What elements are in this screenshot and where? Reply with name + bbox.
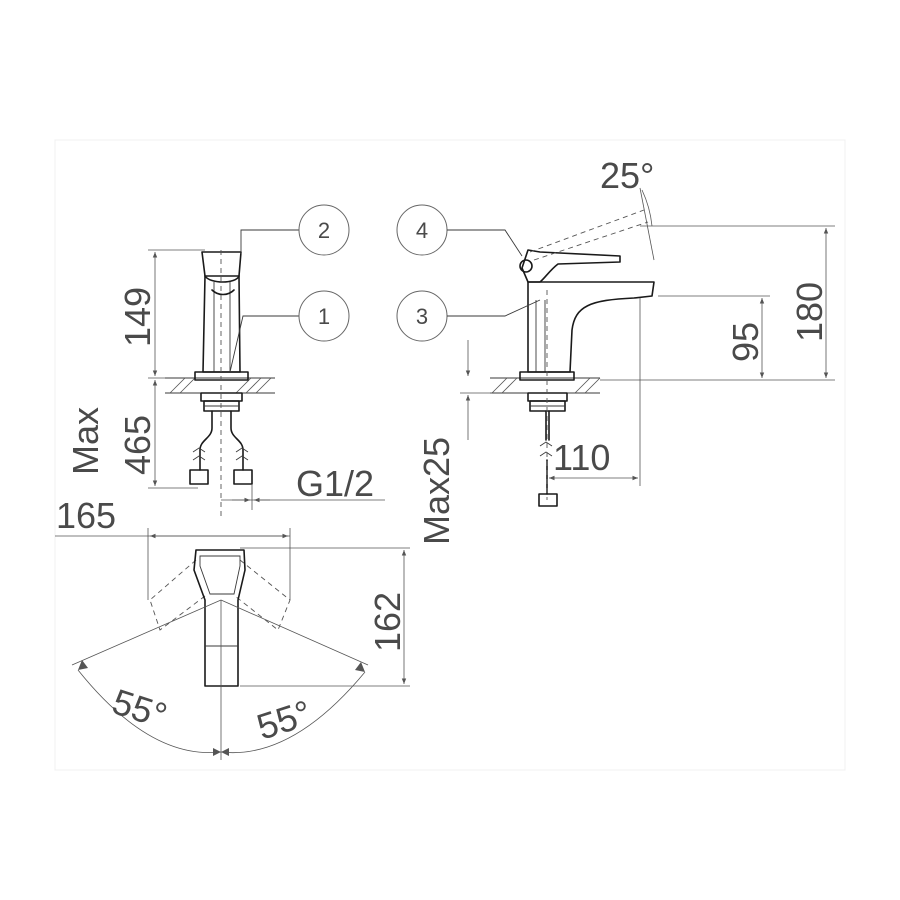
front-view — [148, 229, 385, 520]
side-lever — [521, 249, 621, 283]
dim-95-label: 95 — [725, 322, 766, 362]
dim-110-label: 110 — [553, 437, 610, 478]
top-spout — [193, 549, 246, 687]
callout-4-label: 4 — [416, 218, 428, 243]
dim-165-label: 165 — [56, 495, 116, 536]
dim-55-right-label: 55° — [252, 692, 316, 748]
callout-3: 3 — [396, 290, 448, 342]
dim-465-label: 465 — [117, 415, 158, 475]
callout-2-label: 2 — [318, 218, 330, 243]
callout-1: 1 — [298, 290, 350, 342]
dim-25deg-label: 25° — [600, 155, 654, 196]
dim-149-label: 149 — [117, 287, 158, 347]
callout-4: 4 — [396, 204, 448, 256]
callout-3-label: 3 — [416, 304, 428, 329]
callout-1-label: 1 — [318, 304, 330, 329]
dim-180-label: 180 — [789, 282, 830, 342]
top-view — [55, 528, 410, 760]
dim-162-label: 162 — [367, 592, 408, 652]
dim-55-left-label: 55° — [108, 681, 172, 737]
drawing-frame — [54, 139, 846, 771]
callout-2: 2 — [298, 204, 350, 256]
dim-max-label: Max — [65, 407, 106, 475]
dim-max25-label: Max25 — [416, 437, 457, 545]
dim-g12-label: G1/2 — [296, 463, 374, 504]
front-lever-cap — [201, 251, 242, 277]
side-view — [447, 187, 835, 507]
side-body — [527, 281, 655, 373]
